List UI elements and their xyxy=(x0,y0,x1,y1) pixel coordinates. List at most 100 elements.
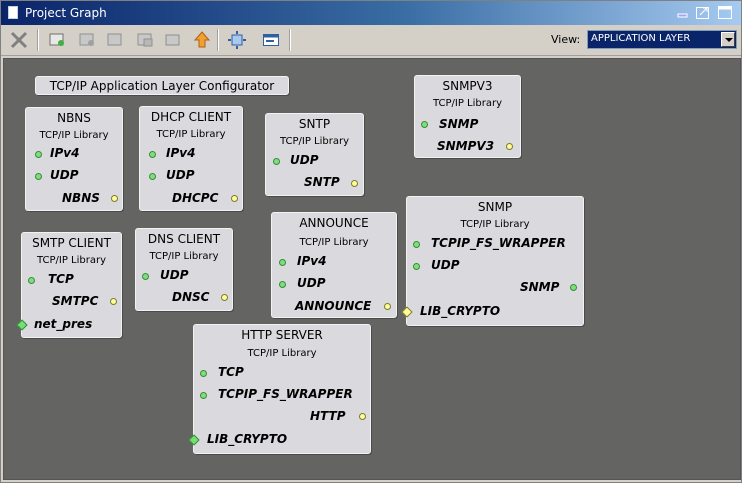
port-label: UDP xyxy=(297,276,326,290)
port-label: net_pres xyxy=(34,317,93,331)
input-port-icon[interactable] xyxy=(142,273,149,280)
port-label: NBNS xyxy=(62,191,100,205)
input-port-icon[interactable] xyxy=(279,259,286,266)
node-http-server[interactable]: HTTP SERVER TCP/IP Library TCP TCPIP_FS_… xyxy=(188,324,371,454)
input-port-icon[interactable] xyxy=(413,263,420,270)
port-label: UDP xyxy=(290,153,319,167)
input-port-icon[interactable] xyxy=(421,121,428,128)
minimize-icon xyxy=(677,13,688,18)
port-label: SNTP xyxy=(304,175,340,189)
chevron-down-icon[interactable] xyxy=(721,32,735,47)
node-library: TCP/IP Library xyxy=(279,136,350,147)
node-dns-client[interactable]: DNS CLIENT TCP/IP Library UDP DNSC xyxy=(135,228,233,311)
node-dhcp-client[interactable]: DHCP CLIENT TCP/IP Library IPv4 UDP DHCP… xyxy=(139,106,243,211)
dependency-port-icon[interactable] xyxy=(401,306,413,318)
input-port-icon[interactable] xyxy=(279,281,286,288)
input-port-icon[interactable] xyxy=(28,277,35,284)
node-title: SNMP xyxy=(477,200,513,214)
output-port-icon[interactable] xyxy=(570,284,577,291)
node-library: TCP/IP Library xyxy=(156,129,226,140)
node-library: TCP/IP Library xyxy=(247,348,317,359)
output-port-icon[interactable] xyxy=(506,143,513,150)
dependency-port-icon[interactable] xyxy=(16,319,28,331)
input-port-icon[interactable] xyxy=(413,241,420,248)
port-label: SNMPV3 xyxy=(437,139,495,153)
delete-button[interactable] xyxy=(9,30,29,50)
node-library: TCP/IP Library xyxy=(39,130,109,141)
fit-view-button[interactable] xyxy=(227,30,247,50)
node-title: SNTP xyxy=(298,117,331,131)
node-library: TCP/IP Library xyxy=(149,251,219,262)
port-label: DNSC xyxy=(172,290,210,304)
remove-node-button[interactable] xyxy=(77,30,97,50)
node-title: SNMPV3 xyxy=(442,79,493,93)
node-snmp[interactable]: SNMP TCP/IP Library TCPIP_FS_WRAPPER UDP… xyxy=(401,196,584,326)
view-select[interactable]: APPLICATION LAYER xyxy=(587,30,737,49)
collapse-button[interactable] xyxy=(163,30,183,50)
input-port-icon[interactable] xyxy=(149,173,156,180)
arrow-up-icon xyxy=(193,31,211,48)
node-title: DHCP CLIENT xyxy=(150,110,232,124)
node-sntp[interactable]: SNTP TCP/IP Library UDP SNTP xyxy=(265,113,364,196)
output-port-icon[interactable] xyxy=(110,298,117,305)
graph-canvas[interactable]: TCP/IP Application Layer Configurator NB… xyxy=(3,58,741,480)
output-port-icon[interactable] xyxy=(231,195,238,202)
node-smtp-client[interactable]: SMTP CLIENT TCP/IP Library TCP SMTPC net… xyxy=(16,232,122,338)
configurator-header-label: TCP/IP Application Layer Configurator xyxy=(49,79,275,93)
node-title: ANNOUNCE xyxy=(299,216,369,230)
detach-button[interactable] xyxy=(695,5,711,20)
ungroup-button[interactable] xyxy=(135,30,155,50)
window-title: Project Graph xyxy=(25,6,107,20)
minimize-button[interactable] xyxy=(675,5,691,20)
title-bar[interactable]: Project Graph xyxy=(1,1,741,25)
port-label: SNMP xyxy=(439,117,479,131)
collapse-icon xyxy=(165,34,180,46)
node-nbns[interactable]: NBNS TCP/IP Library IPv4 UDP NBNS xyxy=(25,107,123,211)
document-icon xyxy=(8,6,18,19)
port-label: TCPIP_FS_WRAPPER xyxy=(218,387,353,401)
add-node-button[interactable] xyxy=(47,30,67,50)
input-port-icon[interactable] xyxy=(35,151,42,158)
port-label: TCP xyxy=(218,365,244,379)
port-label: SMTPC xyxy=(52,294,99,308)
node-library: TCP/IP Library xyxy=(460,219,530,230)
port-label: HTTP xyxy=(310,409,346,423)
detach-icon xyxy=(696,7,709,19)
port-label: TCPIP_FS_WRAPPER xyxy=(431,236,566,250)
toolbar-separator xyxy=(217,29,219,51)
port-label: IPv4 xyxy=(297,254,327,268)
input-port-icon[interactable] xyxy=(200,392,207,399)
toolbar: View: APPLICATION LAYER xyxy=(1,25,741,56)
node-announce[interactable]: ANNOUNCE TCP/IP Library IPv4 UDP ANNOUNC… xyxy=(271,212,397,318)
port-label: LIB_CRYPTO xyxy=(420,304,501,318)
port-label: UDP xyxy=(166,168,195,182)
node-title: DNS CLIENT xyxy=(147,232,221,246)
node-library: TCP/IP Library xyxy=(432,98,503,109)
node-title: NBNS xyxy=(57,111,91,125)
group-button[interactable] xyxy=(105,30,125,50)
up-level-button[interactable] xyxy=(192,30,212,50)
add-node-icon xyxy=(49,33,64,46)
output-port-icon[interactable] xyxy=(221,294,228,301)
configurator-header: TCP/IP Application Layer Configurator xyxy=(35,76,289,95)
ungroup-icon xyxy=(137,33,153,47)
port-label: UDP xyxy=(431,258,460,272)
output-port-icon[interactable] xyxy=(111,195,118,202)
output-port-icon[interactable] xyxy=(359,413,366,420)
port-label: ANNOUNCE xyxy=(295,299,372,313)
port-label: UDP xyxy=(50,168,79,182)
maximize-button[interactable] xyxy=(717,5,733,20)
input-port-icon[interactable] xyxy=(35,173,42,180)
input-port-icon[interactable] xyxy=(273,158,280,165)
input-port-icon[interactable] xyxy=(200,370,207,377)
fit-view-icon xyxy=(228,31,246,49)
output-port-icon[interactable] xyxy=(384,303,391,310)
input-port-icon[interactable] xyxy=(149,151,156,158)
dependency-port-icon[interactable] xyxy=(188,434,200,446)
window-layout-icon xyxy=(263,34,279,46)
port-label: IPv4 xyxy=(50,146,80,160)
node-snmpv3[interactable]: SNMPV3 TCP/IP Library SNMP SNMPV3 xyxy=(414,75,521,158)
window-layout-button[interactable] xyxy=(261,30,281,50)
output-port-icon[interactable] xyxy=(351,180,358,187)
